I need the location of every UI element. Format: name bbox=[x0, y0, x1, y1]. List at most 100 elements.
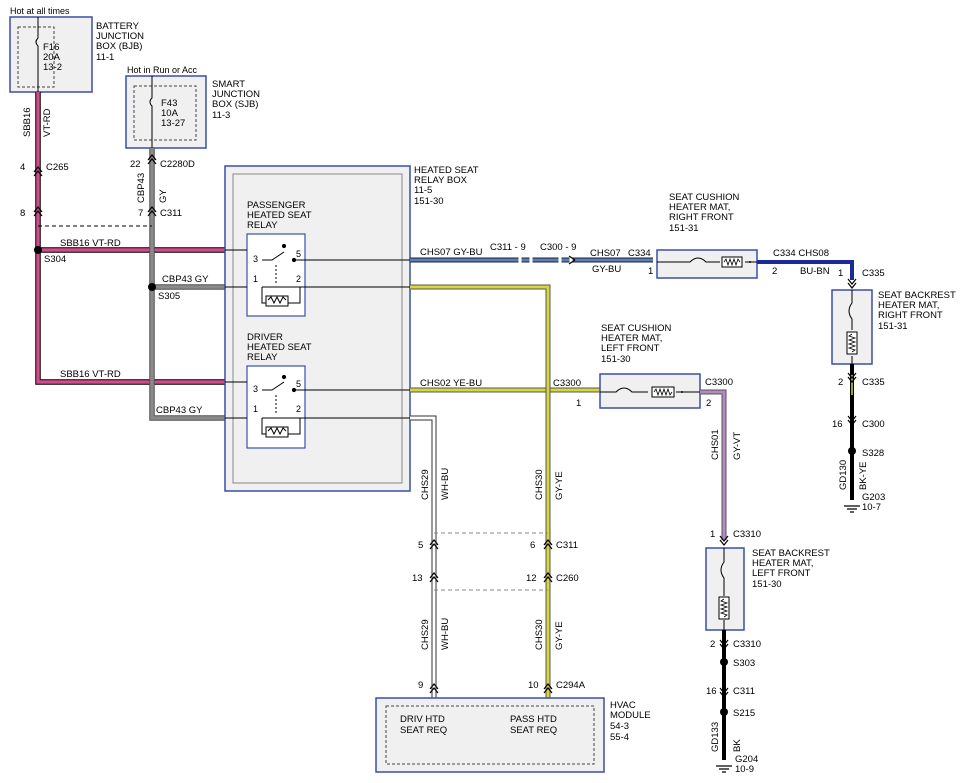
c3310-bot-label: C3310 bbox=[733, 639, 761, 650]
c3310-top-label: C3310 bbox=[733, 529, 761, 540]
rf-cushion-label-3: RIGHT FRONT bbox=[669, 212, 734, 223]
chs29-lower-label: CHS29 bbox=[420, 619, 431, 650]
lf-back-label-4: 151-30 bbox=[752, 579, 782, 590]
bjb-name3: BOX (BJB) bbox=[96, 41, 142, 52]
s215-splice bbox=[720, 708, 728, 716]
passenger-relay-symbol bbox=[246, 233, 306, 317]
bkye-label: BK-YE bbox=[858, 461, 869, 490]
lf-back-label-1: SEAT BACKREST bbox=[752, 548, 830, 559]
c3300-pin2: 2 bbox=[706, 398, 711, 409]
lf-ground-marks bbox=[716, 639, 732, 773]
passenger-pin2: 2 bbox=[296, 274, 301, 284]
sjb-name2: JUNCTION bbox=[212, 89, 260, 100]
passenger-pin5: 5 bbox=[296, 249, 301, 259]
chs08-wire bbox=[757, 260, 854, 280]
whbu-upper-label: WH-BU bbox=[440, 468, 451, 500]
c335-top-label: C335 bbox=[862, 268, 885, 279]
c311c-pin6: 6 bbox=[530, 540, 535, 551]
relay-box-name2: RELAY BOX bbox=[414, 175, 468, 186]
cbp43-upper-label: CBP43 GY bbox=[162, 274, 209, 285]
c294a-pin9: 9 bbox=[418, 680, 423, 691]
vtrd-vert-label: VT-RD bbox=[42, 108, 53, 137]
chs29-wire bbox=[410, 415, 437, 700]
s304-splice bbox=[34, 246, 42, 254]
gd133-label: GD133 bbox=[710, 722, 721, 752]
g203-page: 10-7 bbox=[862, 502, 881, 513]
c334-pin2: 2 bbox=[772, 266, 777, 277]
relay-internal-lines bbox=[225, 249, 410, 419]
rf-cushion-heater bbox=[656, 249, 758, 279]
c2280d-label: C2280D bbox=[160, 159, 195, 170]
c3300-r-label: C3300 bbox=[705, 377, 733, 388]
lf-back-label-3: LEFT FRONT bbox=[752, 568, 811, 579]
hvac-name1: HVAC bbox=[610, 700, 636, 711]
chs07-arrow bbox=[568, 255, 576, 265]
rf-back-label-3: RIGHT FRONT bbox=[878, 310, 943, 321]
sjb-name1: SMART bbox=[212, 79, 245, 90]
sbb16-upper-label: SBB16 VT-RD bbox=[60, 238, 121, 249]
c311b-pin: 16 bbox=[706, 686, 717, 697]
driver-relay-symbol bbox=[246, 365, 306, 449]
c311-c260-dash bbox=[434, 532, 548, 591]
chs01-label: CHS01 bbox=[710, 429, 721, 460]
s303-splice bbox=[720, 658, 728, 666]
chs02-label: CHS02 YE-BU bbox=[420, 378, 482, 389]
c260-label: C260 bbox=[556, 573, 579, 584]
driver-pin1: 1 bbox=[253, 404, 258, 414]
passenger-relay-label-1: PASSENGER bbox=[247, 200, 306, 211]
c311b-label: C311 bbox=[733, 686, 755, 697]
c311a-pin-r: 7 bbox=[138, 208, 143, 219]
c265-label: C265 bbox=[46, 162, 69, 173]
s304-label: S304 bbox=[44, 254, 66, 265]
chs30-lower-label: CHS30 bbox=[534, 619, 545, 650]
chs07-label: CHS07 bbox=[590, 248, 621, 259]
cbp43-vert-label: CBP43 bbox=[136, 173, 147, 203]
c335-pin2: 2 bbox=[838, 377, 843, 388]
s328-splice bbox=[848, 447, 856, 455]
s215-label: S215 bbox=[733, 708, 755, 719]
bk-label: BK bbox=[732, 739, 743, 752]
c311-9-label: C311 - 9 bbox=[490, 242, 526, 253]
g203-label: G203 bbox=[862, 492, 885, 503]
chs29-upper-label: CHS29 bbox=[420, 469, 431, 500]
hvac-pass1: PASS HTD bbox=[510, 714, 557, 725]
s305-label: S305 bbox=[158, 291, 180, 302]
hot-in-run-label: Hot in Run or Acc bbox=[127, 65, 198, 75]
bjb-amps: 20A bbox=[43, 52, 61, 63]
relay-box-name1: HEATED SEAT bbox=[414, 165, 479, 176]
bjb-name1: BATTERY bbox=[96, 21, 140, 32]
bjb-fuse: F16 bbox=[43, 42, 59, 53]
c3300-l-label: C3300 bbox=[553, 378, 581, 389]
c300-9-label: C300 - 9 bbox=[540, 242, 576, 253]
rf-back-label-1: SEAT BACKREST bbox=[878, 290, 956, 301]
c294a-label: C294A bbox=[556, 680, 586, 691]
c335-bot-label: C335 bbox=[862, 377, 885, 388]
c311a-label: C311 bbox=[160, 208, 182, 219]
driver-relay-label-1: DRIVER bbox=[247, 332, 283, 343]
driver-relay-label-3: RELAY bbox=[247, 352, 278, 363]
c335-top-mark bbox=[847, 278, 857, 289]
c311c-label: C311 bbox=[556, 540, 578, 551]
hvac-name2: MODULE bbox=[610, 710, 651, 721]
sjb-amps: 10A bbox=[161, 108, 179, 119]
rf-cushion-label-4: 151-31 bbox=[669, 223, 699, 234]
c300-pin: 16 bbox=[832, 419, 843, 430]
gyye-lower-label: GY-YE bbox=[554, 621, 565, 650]
hvac-feed-marks bbox=[429, 539, 553, 694]
hvac-driv1: DRIV HTD bbox=[400, 714, 445, 725]
c3300-pin1: 1 bbox=[576, 398, 581, 409]
lf-cushion-label-2: HEATER MAT, bbox=[601, 333, 662, 344]
driver-relay-label-2: HEATED SEAT bbox=[247, 342, 312, 353]
c300-label: C300 bbox=[862, 419, 885, 430]
sjb-page: 11-3 bbox=[212, 110, 230, 121]
connector-marks-left bbox=[33, 154, 157, 217]
sbb16-lower-label: SBB16 VT-RD bbox=[60, 369, 121, 380]
rf-cushion-label-1: SEAT CUSHION bbox=[669, 192, 740, 203]
driver-pin3: 3 bbox=[253, 384, 258, 394]
driver-pin5: 5 bbox=[296, 379, 301, 389]
cbp43-lower-label: CBP43 GY bbox=[156, 405, 203, 416]
lf-cushion-label-4: 151-30 bbox=[601, 354, 631, 365]
g204-label: G204 bbox=[735, 754, 758, 765]
cbp43-wire bbox=[149, 148, 225, 421]
c334-label: C334 bbox=[628, 248, 651, 259]
